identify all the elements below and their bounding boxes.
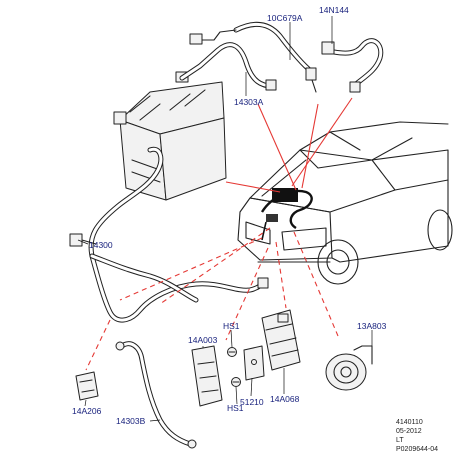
label-51210: 51210: [240, 397, 264, 407]
reference-market: LT: [396, 437, 404, 444]
cable-14303b-illustration: [115, 341, 197, 449]
label-14303b: 14303B: [116, 416, 146, 426]
label-14a068: 14A068: [270, 394, 300, 404]
battery-illustration: [113, 71, 227, 201]
label-14a003: 14A003: [188, 335, 218, 345]
label-14n144: 14N144: [319, 5, 349, 15]
horn-13a803-illustration: [325, 345, 373, 391]
vehicle-illustration: [237, 121, 453, 285]
cable-14303a-illustration: [179, 42, 277, 91]
leader-lines: [77, 16, 373, 422]
label-14300: 14300: [89, 240, 113, 250]
cable-14n144-illustration: [321, 38, 384, 93]
callout-lines: [85, 97, 353, 371]
reference-date: 05-2012: [396, 428, 422, 435]
label-14303a: 14303A: [234, 97, 264, 107]
reference-illustration-id: P0209644-04: [396, 446, 438, 453]
module-14a068-illustration: [261, 309, 301, 371]
bracket-14a206-illustration: [75, 371, 99, 401]
label-13a803: 13A803: [357, 321, 387, 331]
reference-code: 4140110: [396, 419, 423, 426]
screw-hs1-bottom-illustration: [231, 377, 241, 387]
cable-10c679a-illustration: [189, 21, 317, 93]
label-hs1-top: HS1: [223, 321, 240, 331]
label-hs1-bottom: HS1: [227, 403, 244, 413]
label-14a206: 14A206: [72, 406, 102, 416]
cable-14300-illustration: [69, 146, 269, 323]
label-10c679a: 10C679A: [267, 13, 303, 23]
screw-hs1-top-illustration: [227, 347, 237, 357]
bracket-14a003-illustration: [191, 345, 223, 407]
bracket-51210-illustration: [243, 345, 265, 381]
